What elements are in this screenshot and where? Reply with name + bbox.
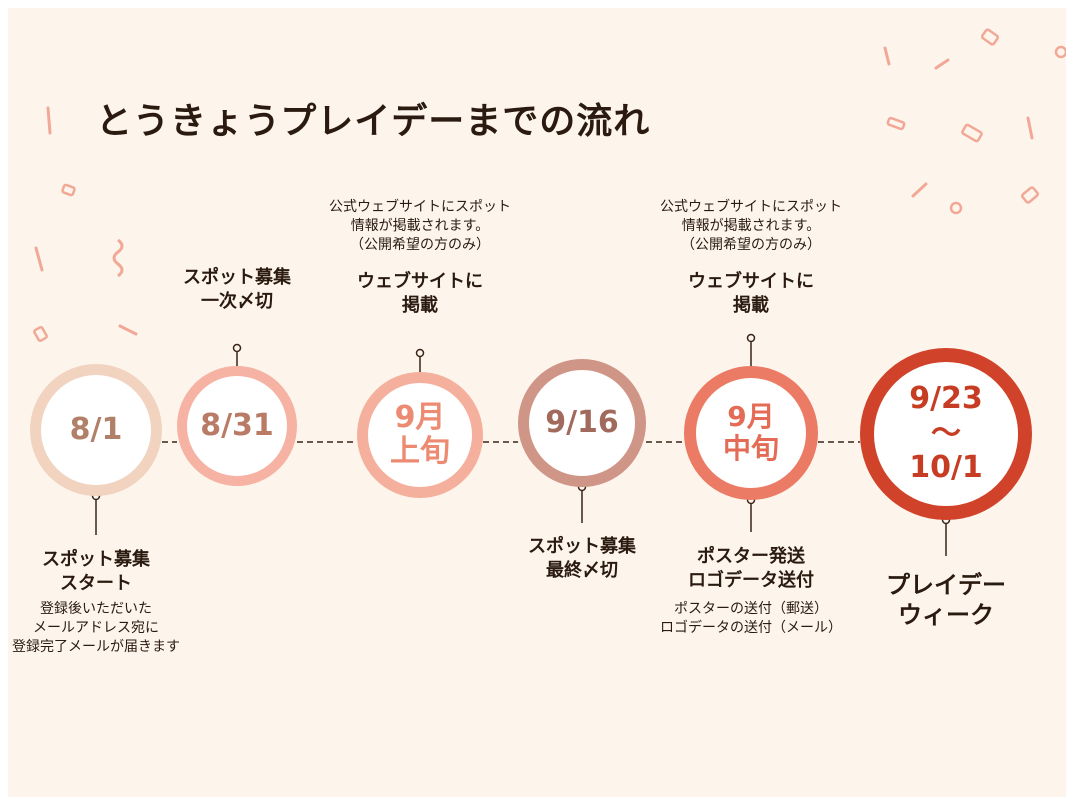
- milestone-above-note: 公式ウェブサイトにスポット情報が掲載されます。（公開希望の方のみ）: [660, 199, 842, 253]
- confetti-piece: [112, 238, 124, 278]
- confetti-piece: [886, 116, 906, 131]
- confetti-piece: [118, 324, 138, 336]
- confetti-piece: [61, 183, 76, 197]
- milestone-above-heading: スポット募集一次〆切: [183, 267, 291, 312]
- milestone-date: 9/23〜10/1: [909, 381, 983, 486]
- milestone-circle: 9月上旬: [357, 372, 483, 498]
- confetti-piece: [34, 246, 44, 272]
- confetti-decoration: [33, 28, 1066, 342]
- pin-dot: [415, 348, 425, 358]
- page-title: とうきょうプレイデーまでの流れ: [96, 101, 651, 142]
- confetti-piece: [46, 106, 52, 135]
- confetti-piece: [934, 58, 950, 70]
- confetti-piece: [961, 123, 983, 143]
- milestone-date: 9/16: [545, 404, 619, 440]
- milestone-above-heading: ウェブサイトに掲載: [357, 271, 483, 316]
- confetti-piece: [949, 201, 963, 215]
- milestone-below-heading: スポット募集スタート: [42, 549, 150, 594]
- milestone-below-note: 登録後いただいたメールアドレス宛に登録完了メールが届きます: [12, 601, 180, 655]
- confetti-piece: [1026, 116, 1034, 140]
- milestone-below-heading: スポット募集最終〆切: [528, 536, 636, 581]
- milestone-date: 8/31: [200, 407, 274, 443]
- confetti-piece: [1054, 45, 1066, 59]
- milestone-circle: 9/23〜10/1: [860, 348, 1032, 520]
- pin-dot: [232, 343, 242, 353]
- milestone-date: 8/1: [69, 411, 123, 447]
- confetti-piece: [911, 182, 928, 198]
- milestone-circle: 9月中旬: [684, 366, 818, 500]
- milestone-circle: 8/31: [177, 366, 297, 486]
- milestone-below-note: ポスターの送付（郵送）ロゴデータの送付（メール）: [660, 601, 842, 636]
- confetti-piece: [980, 28, 1000, 46]
- milestone-circle: 9/16: [518, 359, 646, 487]
- milestone-below-heading: ポスター発送ロゴデータ送付: [688, 546, 814, 591]
- milestone-date: 9月上旬: [390, 399, 450, 469]
- confetti-piece: [883, 46, 891, 66]
- confetti-piece: [33, 326, 48, 342]
- milestone-below-heading: プレイデーウィーク: [886, 571, 1006, 629]
- milestone-above-heading: ウェブサイトに掲載: [688, 271, 814, 316]
- milestone-circle: 8/1: [30, 364, 162, 496]
- milestone-date: 9月中旬: [722, 399, 779, 465]
- pin-dot: [746, 333, 756, 343]
- timeline-canvas: とうきょうプレイデーまでの流れ 8/1 スポット募集スタート登録後いただいたメール…: [8, 8, 1066, 797]
- milestone-above-note: 公式ウェブサイトにスポット情報が掲載されます。（公開希望の方のみ）: [329, 199, 511, 253]
- confetti-piece: [1020, 186, 1040, 204]
